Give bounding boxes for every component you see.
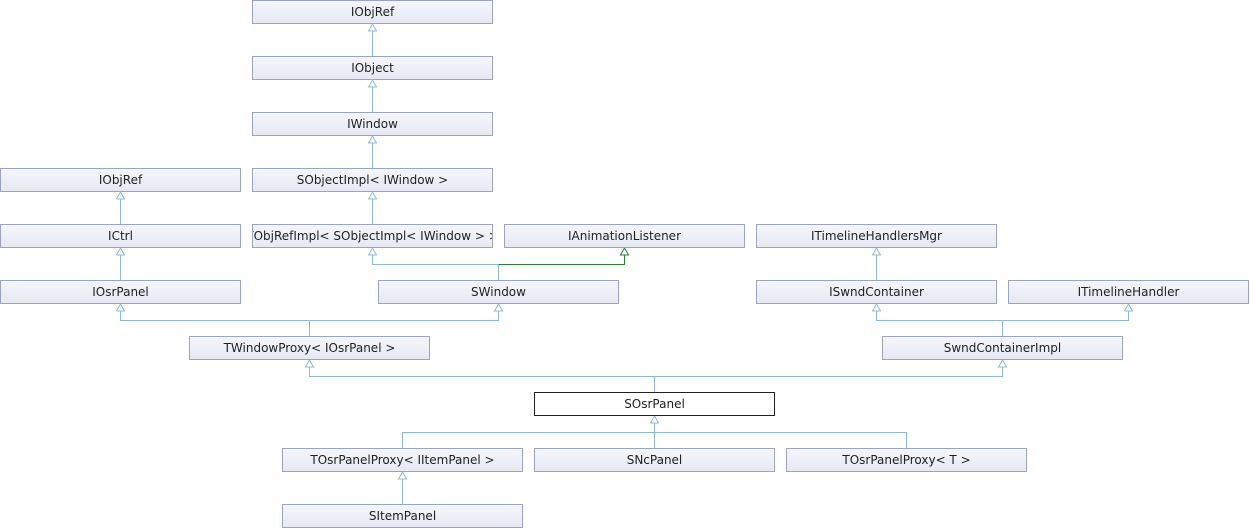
node-tosrpanelproxy-iitempanel[interactable]: TOsrPanelProxy< IItemPanel >	[282, 448, 523, 472]
arrowhead-sobjectimpl	[367, 190, 378, 200]
node-twindowproxy[interactable]: TWindowProxy< IOsrPanel >	[189, 336, 430, 360]
arrowhead-swndcontainerimpl	[997, 358, 1008, 368]
edge-swndcontainerimpl-itimelinehandler	[1002, 311, 1129, 321]
arrowhead-iobjref-top	[367, 22, 378, 32]
node-swindow[interactable]: SWindow	[378, 280, 619, 304]
arrowhead-sosrpanel	[649, 414, 660, 424]
arrowhead-itimelinehandlersmgr	[871, 246, 882, 256]
node-itimelinehandler[interactable]: ITimelineHandler	[1008, 280, 1249, 304]
edge-swindow-ianimationlistener	[498, 255, 625, 265]
edge-sosrpanel-swndcontainerimpl	[654, 367, 1003, 377]
edge-tosrpanelproxy-sosrpanel	[402, 432, 907, 448]
edge-swndcontainerimpl-iswndcontainer	[876, 311, 1003, 336]
node-iswndcontainer[interactable]: ISwndContainer	[756, 280, 997, 304]
edge-sosrpanel-twindowproxy	[309, 367, 655, 392]
node-sobjectimpl[interactable]: SObjectImpl< IWindow >	[252, 168, 493, 192]
arrowhead-ictrl	[115, 246, 126, 256]
arrowhead-twindowproxy	[304, 358, 315, 368]
node-tobjrefimpl[interactable]: TObjRefImpl< SObjectImpl< IWindow > >	[252, 224, 493, 248]
edge-swindow-tobjrefimpl	[372, 255, 499, 280]
arrowhead-iswndcontainer	[871, 302, 882, 312]
edge-twindowproxy-swindow	[309, 311, 499, 321]
node-tosrpanelproxy-t[interactable]: TOsrPanelProxy< T >	[786, 448, 1027, 472]
arrowhead-iosrpanel	[115, 302, 126, 312]
arrowhead-ianimationlistener	[619, 246, 630, 256]
edge-twindowproxy-iosrpanel	[120, 311, 310, 336]
node-swndcontainerimpl[interactable]: SwndContainerImpl	[882, 336, 1123, 360]
node-iobjref-top[interactable]: IObjRef	[252, 0, 493, 24]
arrowhead-tobjrefimpl	[367, 246, 378, 256]
node-sncpanel[interactable]: SNcPanel	[534, 448, 775, 472]
arrowhead-iobject	[367, 78, 378, 88]
node-sosrpanel: SOsrPanel	[534, 392, 775, 416]
node-sitempanel[interactable]: SItemPanel	[282, 504, 523, 528]
arrowhead-itimelinehandler	[1123, 302, 1134, 312]
node-iwindow[interactable]: IWindow	[252, 112, 493, 136]
node-iobject[interactable]: IObject	[252, 56, 493, 80]
node-itimelinehandlersmgr[interactable]: ITimelineHandlersMgr	[756, 224, 997, 248]
node-ianimationlistener[interactable]: IAnimationListener	[504, 224, 745, 248]
node-iosrpanel[interactable]: IOsrPanel	[0, 280, 241, 304]
arrowhead-iwindow	[367, 134, 378, 144]
arrowhead-tosrpanelproxy-iitempanel	[397, 470, 408, 480]
arrowhead-swindow	[493, 302, 504, 312]
arrowhead-iobjref-left	[115, 190, 126, 200]
node-ictrl[interactable]: ICtrl	[0, 224, 241, 248]
node-iobjref-left[interactable]: IObjRef	[0, 168, 241, 192]
